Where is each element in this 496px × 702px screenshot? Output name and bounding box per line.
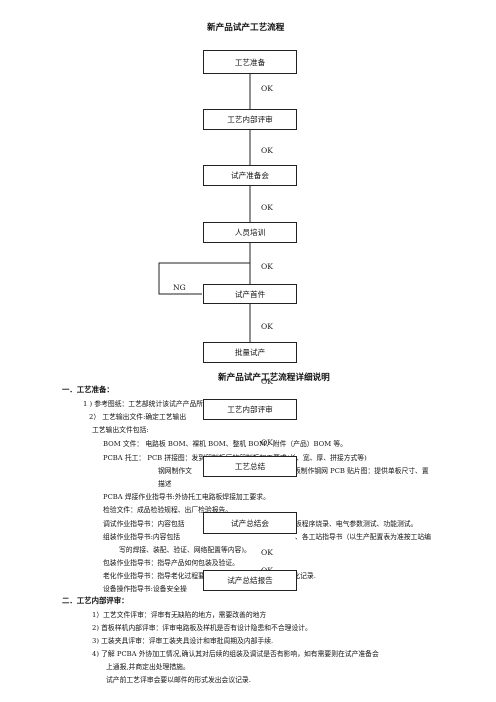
ok-label: OK	[261, 377, 273, 386]
debug-line: 调试作业指导书：内容包括	[103, 520, 185, 528]
flow-box-prep-meeting: 试产准备会	[203, 165, 297, 186]
assy-line-b: 、各工站指导书（以生产配置表为准按工站编	[295, 533, 431, 541]
section1-item2b: 工艺输出文件包括:	[92, 426, 149, 434]
assy-line: 组装作业指导书:内容包括	[103, 533, 181, 541]
section2-item2: 2) 首板样机内部评审：评审电路板及样机是否有设计隐患和不合理设计。	[92, 624, 312, 632]
section1-heading: 一．工艺准备：	[62, 385, 114, 394]
pcba-line2b: 板制作钢网 PCB 贴片图：提供单板尺寸、置	[294, 467, 429, 475]
flow-box-summary: 工艺总结	[203, 456, 297, 477]
flow-box-summary-report: 试产总结报告	[203, 570, 297, 591]
section2-item4: 4) 了解 PCBA 外协加工情况,确认其对后续的组装及调试是否有影响，如有需要…	[92, 650, 379, 658]
section2-item1: 1）工艺文件评审：评审有无缺陷的地方，需要改善的地方	[92, 611, 267, 619]
flow-box-first-article: 试产首件	[203, 284, 297, 304]
ok-label: OK	[261, 548, 273, 557]
inspect-line: 检验文件：成品检验规程、出厂检验报告。	[103, 506, 233, 514]
flow-box-internal-review-2: 工艺内部评审	[203, 399, 297, 420]
detail-title: 新产品试产工艺流程详细说明	[218, 373, 330, 383]
flow-box-summary-meeting: 试产总结会	[203, 512, 297, 534]
ok-label: OK	[261, 438, 273, 447]
ok-label: OK	[261, 146, 273, 155]
section2-item3: 3) 工装夹具评审：评审工装夹具设计和审批周期及内部手续.	[92, 637, 274, 645]
weld-line: PCBA 焊接作业指导书:外协托工电路板焊接加工要求。	[103, 493, 270, 501]
bom-line: BOM 文件： 电路板 BOM、裸机 BOM、整机 BOM、附件（产品）BOM …	[103, 440, 347, 448]
flow-box-process-prep: 工艺准备	[203, 50, 297, 74]
equip-line: 设备操作指导书:设备安全操	[103, 585, 187, 593]
section1-item1: 1 ) 参考图纸：工艺部统计该试产产品所需的全部的信息。	[83, 400, 258, 408]
flow-box-training: 人员培训	[203, 222, 297, 243]
ok-label: OK	[261, 84, 273, 93]
section1-item2: 2） 工艺输出文件:确定工艺输出	[89, 413, 187, 421]
section2-heading: 二．工艺内部评审：	[62, 596, 129, 605]
pcba-line3: 描述	[158, 480, 172, 488]
ok-label: OK	[261, 203, 273, 212]
flow-box-mass-production: 批量试产	[203, 342, 297, 363]
debug-line-b: 板程序烧录、电气参数测试、功能测试。	[295, 520, 418, 528]
section2-item4b: 上通报,并商定出处理措施。	[106, 663, 190, 671]
section2-item5: 试产前工艺评审会要以邮件的形式发出会议记录.	[106, 676, 251, 684]
flow-box-internal-review: 工艺内部评审	[203, 109, 297, 130]
assy-line2: 写的焊接、装配、验证、网络配置等内容)。	[119, 546, 251, 554]
ok-label: OK	[261, 262, 273, 271]
ng-label: NG	[173, 283, 186, 292]
ok-label: OK	[261, 322, 273, 331]
pcba-line2: 钢网制作文	[158, 467, 192, 475]
flow-title: 新产品试产工艺流程	[207, 23, 285, 33]
pack-line: 包装作业指导书：指导产品如何包装及验证。	[103, 559, 239, 567]
